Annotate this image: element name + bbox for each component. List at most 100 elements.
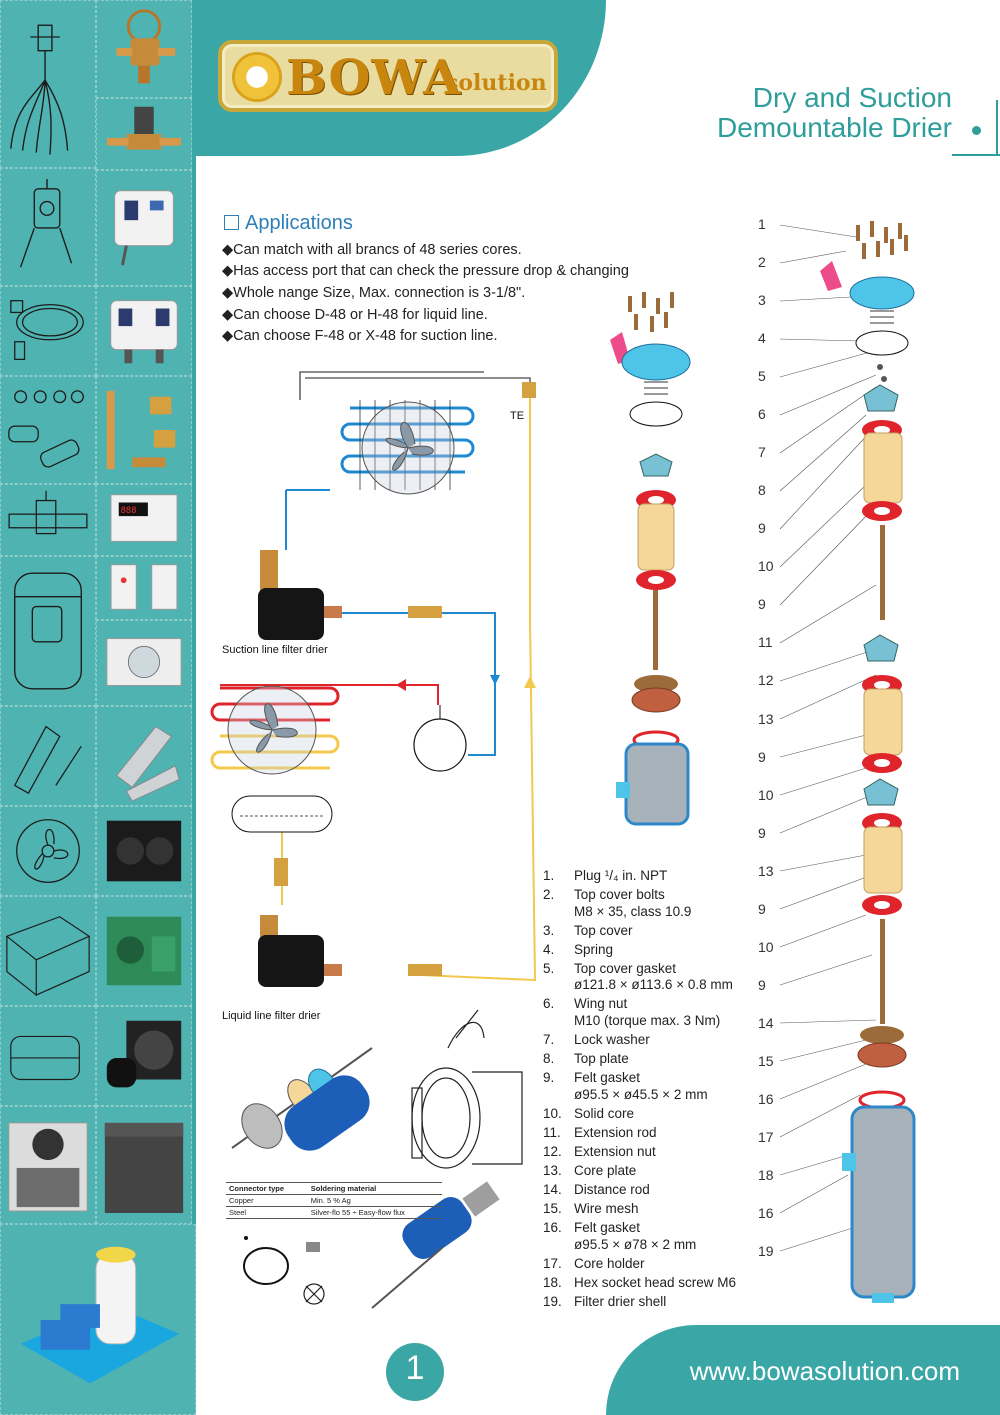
thumb-scroll-compressor-sketch: [0, 556, 96, 706]
page-number: 1: [405, 1349, 425, 1387]
checkbox-square-icon: [224, 215, 239, 230]
table-row: Copper Min. 5 % Ag: [226, 1194, 442, 1207]
callout-number: 9: [758, 520, 766, 536]
thumb-unit-cooler: [96, 620, 192, 706]
callout-number: 13: [758, 711, 774, 727]
applications-heading-text: Applications: [245, 212, 353, 234]
refrigeration-circuit-schematic: TE Suction line filter drier Liquid line…: [210, 360, 590, 1040]
part-item: 10.Solid core: [543, 1105, 635, 1121]
part-item: 19.Filter drier shell: [543, 1294, 667, 1310]
title-divider-vertical: [996, 100, 998, 156]
callout-number: 9: [758, 825, 766, 841]
part-item: 3.Top cover: [543, 922, 633, 938]
thumb-pressure-switch: [96, 170, 192, 286]
application-item: ◆Whole nange Size, Max. connection is 3-…: [222, 285, 526, 301]
application-item: ◆Can choose D-48 or H-48 for liquid line…: [222, 307, 488, 323]
callout-number: 6: [758, 406, 766, 422]
thumb-ball-valve-sketch: [0, 484, 96, 556]
part-item: 12.Extension nut: [543, 1144, 656, 1160]
thumb-brass-fittings: [96, 376, 192, 484]
callout-number: 15: [758, 1053, 774, 1069]
thumb-fan-motor-sketch: [0, 806, 96, 896]
part-item: 18.Hex socket head screw M6: [543, 1275, 737, 1291]
title-bullet-icon: [972, 126, 981, 135]
thumb-compressor-motor-sketch: [0, 1006, 96, 1106]
thermostatic-expansion-label: TE: [510, 410, 525, 422]
logo-name: BOWA: [286, 50, 462, 106]
page-title-line-2: Demountable Drier: [717, 112, 952, 143]
liquid-drier-caption: Liquid line filter drier: [222, 1010, 321, 1022]
callout-number: 19: [758, 1243, 774, 1259]
callout-number: 14: [758, 1015, 774, 1031]
thumb-temperature-controller: 888: [96, 484, 192, 556]
footer-band: [606, 1325, 1000, 1415]
table-header-cell: Soldering material: [307, 1182, 442, 1195]
applications-heading: Applications: [224, 212, 353, 235]
callout-number: 9: [758, 749, 766, 765]
callout-number: 10: [758, 787, 774, 803]
callout-number: 9: [758, 596, 766, 612]
callout-number: 16: [758, 1205, 774, 1221]
svg-text:888: 888: [121, 506, 137, 516]
product-catalog-sidebar: 888: [0, 0, 196, 1415]
callout-number: 4: [758, 330, 766, 346]
footer-website-link[interactable]: www.bowasolution.com: [689, 1356, 960, 1386]
callout-number: 11: [758, 634, 773, 650]
assembly-illustrations: [231, 1009, 523, 1309]
callout-number: 3: [758, 292, 766, 308]
logo-emblem-icon: [232, 52, 282, 102]
thumb-air-cooled-chiller: [96, 1106, 192, 1224]
thumb-door-hinge-sketch: [0, 706, 96, 806]
callout-number: 17: [758, 1129, 774, 1145]
table-cell: Steel: [226, 1206, 308, 1219]
connector-soldering-table: Connector type Soldering material Copper…: [226, 1182, 442, 1219]
thumb-solenoid-valve: [96, 98, 192, 170]
table-cell: Min. 5 % Ag: [307, 1194, 442, 1207]
callout-number: 9: [758, 901, 766, 917]
page-number-badge: [386, 1343, 444, 1401]
callout-number: 1: [758, 216, 766, 232]
application-item: ◆Can choose F-48 or X-48 for suction lin…: [222, 328, 498, 344]
part-item: 7.Lock washer: [543, 1032, 650, 1048]
logo-subtitle: solution: [446, 70, 547, 96]
thumb-condensing-unit-black: [96, 1006, 192, 1106]
callout-number: 2: [758, 254, 766, 270]
title-divider-horizontal: [952, 154, 1000, 156]
part-item: 11.Extension rod: [543, 1124, 657, 1140]
part-item: 4.Spring: [543, 941, 614, 957]
callout-number: 13: [758, 863, 774, 879]
thumb-capillary-tube: [0, 286, 96, 376]
callout-number: 9: [758, 977, 766, 993]
part-item: 13.Core plate: [543, 1163, 637, 1179]
thumb-refrigeration-rack: [0, 1224, 196, 1415]
page-title-line-1: Dry and Suction: [752, 82, 952, 113]
application-item: ◆Can match with all brancs of 48 series …: [222, 242, 522, 258]
thumb-expansion-valve-distributor: [0, 0, 96, 168]
part-item: 15.Wire mesh: [543, 1201, 639, 1217]
thumb-condenser-coil: [96, 806, 192, 896]
table-header-cell: Connector type: [226, 1182, 308, 1195]
callout-number: 12: [758, 672, 774, 688]
application-item: ◆Has access port that can check the pres…: [222, 263, 629, 279]
brand-logo: BOWA solution: [218, 40, 558, 112]
exploded-view-detailed: [779, 221, 916, 1303]
thumb-condensing-unit-green: [96, 896, 192, 1006]
part-item: 1.Plug ¹/₄ in. NPT: [543, 868, 668, 883]
part-item: 14.Distance rod: [543, 1182, 650, 1198]
suction-drier-caption: Suction line filter drier: [222, 644, 328, 656]
thumb-brass-expansion-valve: [96, 0, 192, 98]
part-item: 8.Top plate: [543, 1051, 629, 1067]
exploded-view-small: [610, 292, 691, 826]
callout-number: 10: [758, 558, 774, 574]
callout-number: 18: [758, 1167, 774, 1183]
callout-number: 5: [758, 368, 766, 384]
thumb-dual-pressure-switch: [96, 286, 192, 376]
callout-number: 7: [758, 444, 766, 460]
table-row: Steel Silver-flo 55 ÷ Easy-flow flux: [226, 1206, 442, 1219]
